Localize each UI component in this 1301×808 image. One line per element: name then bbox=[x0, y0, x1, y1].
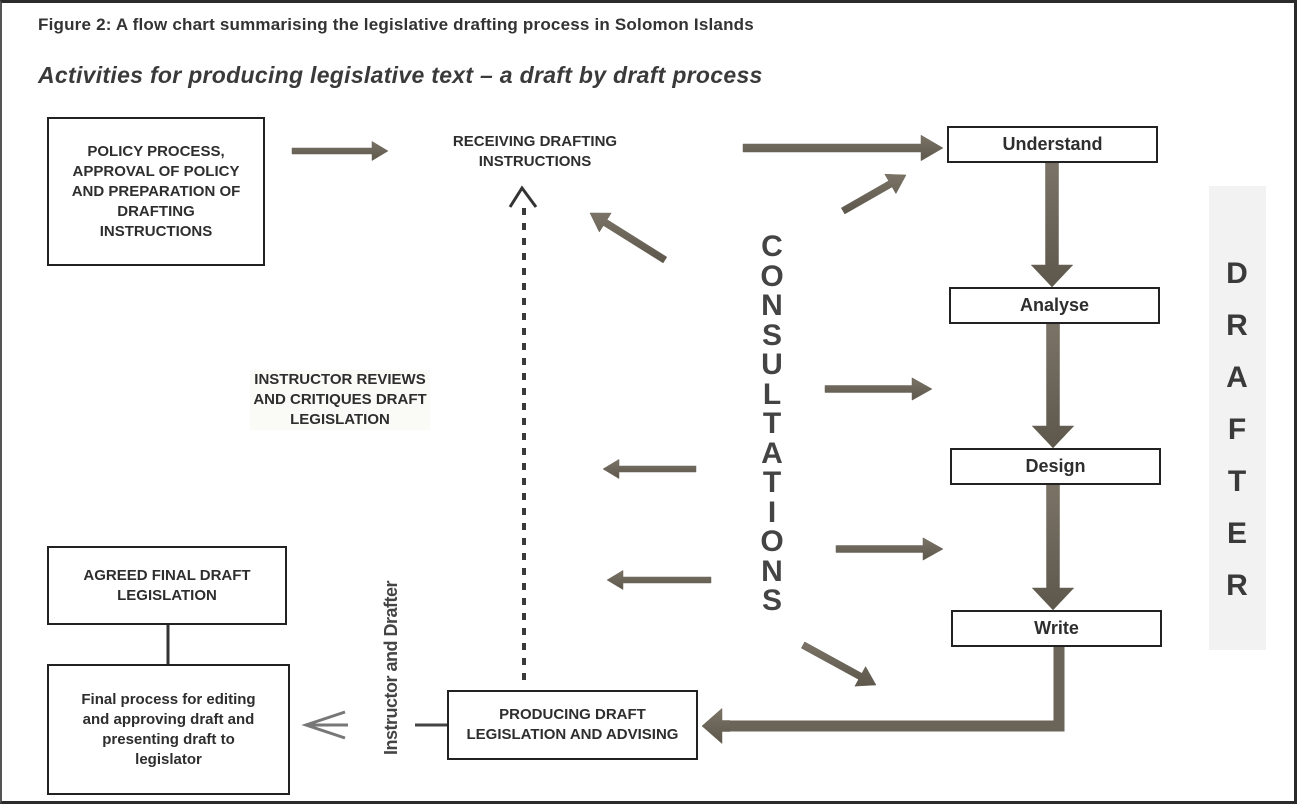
arrow-consult-to-understand bbox=[840, 173, 907, 215]
drafter-letter: R bbox=[1226, 569, 1248, 602]
node-analyse-label: Analyse bbox=[1019, 295, 1090, 315]
consultations-letter: C bbox=[761, 230, 783, 263]
drafter-band bbox=[1209, 186, 1266, 650]
consultations-letter: U bbox=[761, 348, 783, 381]
node-write-label: Write bbox=[1034, 618, 1079, 638]
node-understand-label: Understand bbox=[1002, 134, 1103, 154]
figure-subtitle: Activities for producing legislative tex… bbox=[38, 62, 763, 88]
node-analyse: Analyse bbox=[949, 287, 1160, 324]
consultations-letter: O bbox=[760, 525, 784, 558]
node-agreed-final: AGREED FINAL DRAFT LEGISLATION bbox=[47, 546, 287, 625]
arrow-dashed-review-loop-head bbox=[508, 185, 538, 208]
arrow-write-to-producing-shaft bbox=[724, 647, 1065, 732]
arrow-write-to-producing-head bbox=[701, 707, 731, 745]
node-final-process-label: Final process for editing and approving … bbox=[81, 690, 256, 768]
arrow-consult-to-receiving bbox=[589, 212, 668, 264]
node-instructor-reviews: INSTRUCTOR REVIEWS AND CRITIQUES DRAFT L… bbox=[250, 370, 430, 430]
consultations-letter: N bbox=[761, 554, 783, 588]
node-instructor-reviews-label: INSTRUCTOR REVIEWS AND CRITIQUES DRAFT L… bbox=[253, 371, 427, 428]
arrow-consult-to-producing bbox=[800, 641, 877, 687]
consultations-letter: N bbox=[761, 289, 783, 322]
arrow-receiving-to-understand bbox=[742, 134, 944, 162]
node-final-process: Final process for editing and approving … bbox=[47, 664, 290, 795]
node-design-label: Design bbox=[1025, 456, 1086, 476]
node-producing-draft: PRODUCING DRAFT LEGISLATION AND ADVISING bbox=[447, 690, 698, 760]
drafter-letter: E bbox=[1226, 517, 1247, 550]
consultations-letter: I bbox=[767, 495, 777, 529]
consultations-letter: A bbox=[761, 436, 783, 470]
arrow-to-final-process-head bbox=[301, 710, 346, 740]
node-understand: Understand bbox=[947, 126, 1158, 163]
consultations-letter: S bbox=[761, 318, 782, 352]
arrow-consult-to-design-write bbox=[835, 537, 944, 561]
drafter-letter: A bbox=[1226, 361, 1248, 394]
node-write: Write bbox=[951, 610, 1162, 647]
consultations-letter: S bbox=[761, 584, 782, 617]
node-policy-process-label: POLICY PROCESS, APPROVAL OF POLICY AND P… bbox=[71, 142, 241, 240]
drafter-letter: R bbox=[1226, 309, 1248, 342]
consultations-letter: T bbox=[762, 466, 782, 499]
node-design: Design bbox=[950, 448, 1161, 485]
arrow-design-to-write bbox=[1031, 484, 1075, 611]
node-receiving-instructions: RECEIVING DRAFTING INSTRUCTIONS bbox=[400, 132, 670, 172]
arrow-consult-to-reviews-1 bbox=[602, 458, 697, 480]
arrow-analyse-to-design bbox=[1031, 323, 1075, 449]
consultations-letter: L bbox=[762, 377, 782, 411]
node-producing-draft-label: PRODUCING DRAFT LEGISLATION AND ADVISING bbox=[466, 706, 679, 743]
arrow-consult-to-analyse-design bbox=[824, 377, 933, 401]
drafter-letter: D bbox=[1226, 257, 1248, 290]
arrow-consult-to-reviews-2 bbox=[606, 569, 712, 591]
consultations-letter: T bbox=[762, 407, 782, 440]
node-policy-process: POLICY PROCESS, APPROVAL OF POLICY AND P… bbox=[47, 117, 265, 266]
drafter-letter: T bbox=[1227, 465, 1247, 498]
figure-title: Figure 2: A flow chart summarising the l… bbox=[38, 15, 754, 34]
node-receiving-instructions-label: RECEIVING DRAFTING INSTRUCTIONS bbox=[452, 133, 618, 170]
arrow-understand-to-analyse bbox=[1030, 162, 1074, 288]
arrow-policy-to-receiving bbox=[291, 140, 389, 162]
drafter-letter: F bbox=[1227, 413, 1247, 446]
consultations-letter: O bbox=[760, 259, 784, 293]
node-agreed-final-label: AGREED FINAL DRAFT LEGISLATION bbox=[83, 566, 251, 604]
instructor-and-drafter-label: Instructor and Drafter bbox=[381, 580, 401, 756]
